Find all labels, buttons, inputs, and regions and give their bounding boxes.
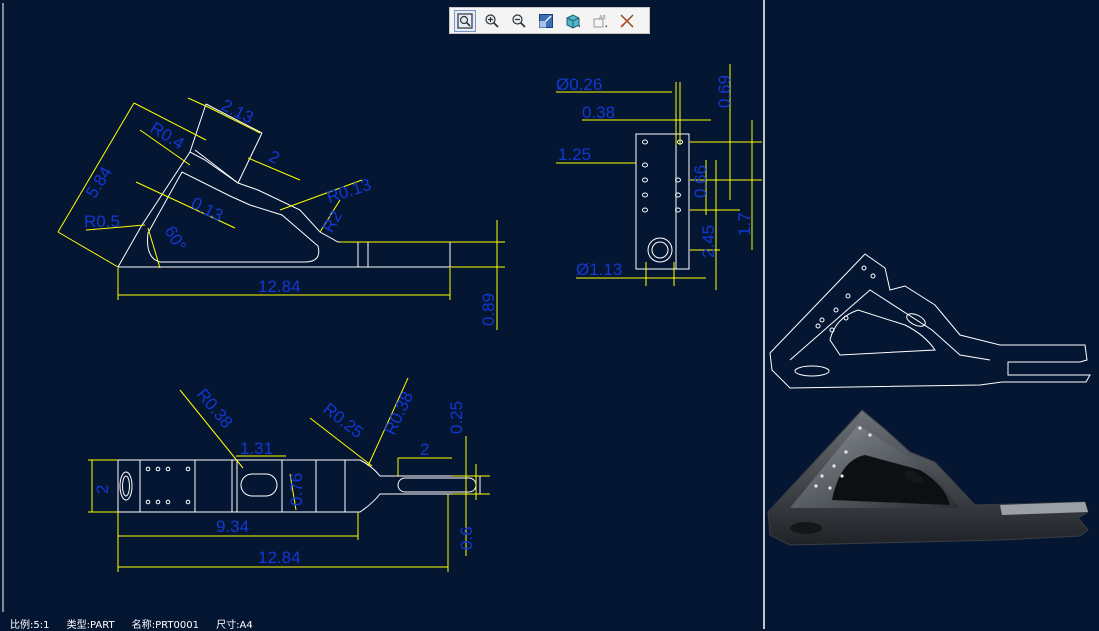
top-dim-r0-38-right: R0.38 (381, 389, 417, 438)
front-view-edge (194, 149, 239, 184)
top-view-holes (145, 466, 191, 505)
top-view-fork-slot (397, 477, 477, 493)
annotation-display-button[interactable]: AB (589, 10, 611, 32)
side-view-hole (642, 207, 648, 213)
side-dim-dia-0-26: Ø0.26 (556, 75, 602, 94)
top-dim-2-left: 2 (93, 485, 112, 494)
front-dim-60: 60° (161, 223, 190, 255)
side-dim-0-66: 0.66 (691, 165, 710, 198)
status-size: 尺寸:A4 (216, 620, 253, 631)
side-dim-0-69: 0.69 (715, 75, 734, 108)
side-view-bore (647, 237, 673, 263)
view-toolbar: AB (449, 7, 650, 34)
side-dim-2-45: 2.45 (699, 225, 718, 258)
front-dim-2: 2 (266, 147, 283, 168)
front-view-dimension-texts: 5.84 2.13 R0.4 2 R0.13 0.13 R0.5 60° R2 … (82, 96, 498, 326)
zoom-in-button[interactable] (481, 10, 503, 32)
zoom-out-button[interactable] (508, 10, 530, 32)
iso-wireframe-bore (794, 365, 830, 377)
iso-wireframe-cutout (829, 309, 936, 356)
side-view-dimension-lines (556, 64, 762, 290)
front-dim-5-84: 5.84 (82, 163, 116, 201)
side-view-hole (642, 139, 648, 145)
front-dim-0-13: 0.13 (188, 193, 226, 225)
top-view-slot (240, 473, 278, 497)
front-view[interactable] (117, 103, 451, 268)
top-dim-0-25: 0.25 (447, 401, 466, 434)
front-view-dimension-lines (57, 97, 505, 330)
side-view-bore-inner (651, 241, 669, 259)
side-dim-1-7: 1.7 (735, 212, 754, 236)
iso-wireframe-edge (789, 289, 991, 361)
status-scale: 比例:5:1 (10, 620, 50, 631)
top-dim-12-84: 12.84 (258, 548, 301, 567)
shaded-view-button[interactable] (562, 10, 584, 32)
iso-wireframe-view[interactable] (769, 253, 1091, 389)
side-dim-0-38: 0.38 (582, 103, 615, 122)
front-view-boss-edge (189, 103, 207, 153)
status-bar: 比例:5:1 类型:PART 名称:PRT0001 尺寸:A4 (10, 616, 267, 631)
top-dim-1-31: 1.31 (240, 439, 273, 458)
side-view-outline (635, 133, 690, 270)
display-style-button[interactable] (535, 10, 557, 32)
front-dim-r0-13: R0.13 (324, 175, 373, 207)
front-dim-r0-5: R0.5 (84, 212, 120, 231)
front-view-boss-edge (237, 132, 263, 184)
svg-text:AB: AB (599, 15, 606, 21)
status-type: 类型:PART (66, 620, 115, 631)
iso-shaded-view[interactable] (767, 409, 1089, 546)
top-view-bore-inner (122, 475, 130, 497)
top-view-bore (119, 471, 133, 501)
shaded-view-icon (566, 13, 580, 29)
annotation-display-icon: AB (593, 15, 607, 27)
top-dim-0-76: 0.76 (287, 473, 306, 506)
top-dim-0-6: 0.6 (457, 526, 476, 550)
iso-wireframe-outline (769, 253, 1091, 389)
zoom-fit-button[interactable] (454, 9, 476, 32)
front-view-boss-edge (205, 103, 263, 134)
front-view-inner-cutout (147, 171, 320, 263)
front-dim-0-89: 0.89 (479, 293, 498, 326)
display-style-icon (539, 13, 553, 28)
iso-wireframe-slot (906, 313, 926, 327)
iso-wireframe-holes (815, 265, 876, 333)
datum-display-button[interactable] (616, 10, 638, 32)
front-dim-2-13: 2.13 (218, 96, 256, 128)
side-view-hole (675, 177, 681, 183)
front-dim-r0-4: R0.4 (147, 118, 188, 153)
side-view-hole (642, 192, 648, 198)
iso-shaded-holes (814, 426, 872, 490)
side-dim-dia-1-13: Ø1.13 (576, 260, 622, 279)
zoom-in-icon (485, 13, 499, 28)
zoom-out-icon (512, 13, 526, 28)
side-view-dimension-texts: Ø0.26 0.38 0.69 1.25 0.66 1.7 2.45 Ø1.13 (556, 75, 754, 279)
iso-shaded-slot (904, 470, 924, 484)
side-view-hole (675, 192, 681, 198)
side-dim-1-25: 1.25 (558, 145, 591, 164)
top-dim-r0-25: R0.25 (320, 399, 367, 442)
zoom-fit-icon (457, 12, 473, 29)
iso-shaded-cutout (832, 455, 950, 505)
front-dim-12-84: 12.84 (258, 277, 301, 296)
top-view-dimension-lines (88, 377, 490, 572)
datum-display-icon (620, 14, 634, 27)
iso-shaded-fork-top (1000, 502, 1088, 515)
status-name: 名称:PRT0001 (131, 620, 199, 631)
side-view-hole (642, 177, 648, 183)
side-view[interactable] (635, 133, 690, 270)
top-dim-r0-38-left: R0.38 (193, 385, 237, 432)
front-view-outline (117, 151, 451, 268)
iso-shaded-bore (790, 522, 822, 534)
side-view-hole (675, 207, 681, 213)
side-view-hole (642, 162, 648, 168)
top-dim-2-right: 2 (420, 440, 429, 459)
front-dim-r2: R2 (319, 207, 346, 235)
top-dim-9-34: 9.34 (216, 517, 249, 536)
